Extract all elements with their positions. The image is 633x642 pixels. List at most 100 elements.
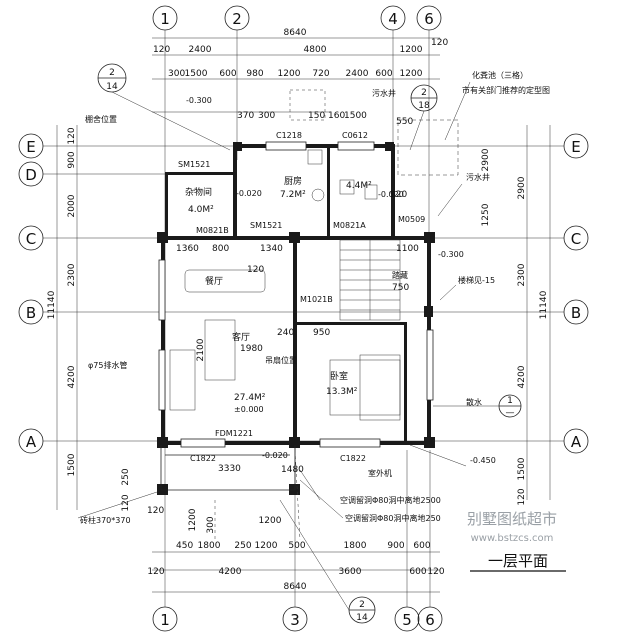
top-dim-4-2: 300 <box>258 111 275 121</box>
axis-bubble-left-A: A <box>26 433 37 451</box>
bottom-dim-1-4: 1200 <box>255 541 278 551</box>
dim-area-bath: 4.4M² <box>346 181 372 191</box>
elev-zero: ±0.000 <box>234 405 264 414</box>
top-dims-row4: 370 300 150 160 <box>237 111 345 121</box>
bottom-dim-1-5: 500 <box>288 541 305 551</box>
left-dims: 120 900 2000 2300 4200 1500 250 120 120 … <box>67 127 241 516</box>
elevation-labels: -0.300 -0.020 -0.020 ±0.000 -0.450 -0.30… <box>186 96 496 465</box>
right-total-dim: 11140 <box>539 290 549 319</box>
axis-bubble-top-4: 4 <box>388 10 398 28</box>
svg-text:—: — <box>506 408 515 418</box>
svg-text:1: 1 <box>507 396 513 406</box>
right-dim-6: 120 <box>517 488 527 505</box>
top-dim-3-9: 1200 <box>400 69 423 79</box>
bottom-dimension-lines <box>152 551 440 593</box>
bottom-dim-1-6: 1800 <box>344 541 367 551</box>
dim-120: 120 <box>247 265 264 275</box>
top-dimension-lines <box>152 37 440 113</box>
watermark-url: www.bstzcs.com <box>471 533 554 544</box>
room-name-living: 客厅 <box>232 331 250 343</box>
note-fan: 吊扇位置 <box>265 355 297 365</box>
label-c1822-a: C1822 <box>190 454 216 463</box>
room-name-storage: 杂物间 <box>185 186 212 198</box>
dim-950: 950 <box>313 328 330 338</box>
opening-labels: C1218 C0612 SM1521 M0821B SM1521 M0821A … <box>178 131 425 463</box>
bottom-small-dim-1: 300 <box>206 516 216 533</box>
furniture <box>169 149 401 421</box>
label-sm1521: SM1521 <box>250 221 282 230</box>
top-dims-row2: 120 2400 4800 1200 120 <box>153 38 448 55</box>
elev-minus-0020-kitchen: -0.020 <box>236 189 262 198</box>
label-m0821b: M0821B <box>196 226 229 235</box>
dim-2100: 2100 <box>196 338 206 361</box>
note-stair-ref: 楼梯见-15 <box>458 275 495 285</box>
top-dim-3-4: 980 <box>246 69 263 79</box>
svg-text:14: 14 <box>356 613 368 623</box>
note-stair: 踏藏 <box>392 270 408 280</box>
right-dim-5: 1500 <box>517 457 527 480</box>
axis-bubble-bottom-3: 3 <box>290 611 300 629</box>
room-name-bedroom: 卧室 <box>330 370 348 382</box>
axis-bubble-bottom-5: 5 <box>402 611 412 629</box>
bottom-dim-2-5: 120 <box>427 567 444 577</box>
svg-text:2: 2 <box>421 88 427 98</box>
elev-porch: -0.020 <box>262 451 288 460</box>
axis-bubble-top-2: 2 <box>232 10 242 28</box>
axis-bubble-right-B: B <box>571 304 581 322</box>
label-m0509: M0509 <box>398 215 425 224</box>
top-dim-2-5: 120 <box>431 38 448 48</box>
left-axis-bubbles: E D C B A <box>18 133 44 454</box>
top-dim-4-1: 370 <box>237 111 254 121</box>
leader-lines <box>77 81 471 519</box>
walls <box>157 142 435 495</box>
room-area-bedroom: 13.3M² <box>326 387 358 397</box>
elev-minus-0020-bath: -0.020 <box>378 190 404 199</box>
top-dim-3-1: 300 <box>168 69 185 79</box>
right-dimension-lines <box>526 125 551 500</box>
top-dim-4-3: 150 <box>308 111 325 121</box>
bottom-small-dim-3: 1200 <box>259 516 282 526</box>
right-dim-4: 4200 <box>517 365 527 388</box>
label-m1021b: M1021B <box>300 295 333 304</box>
axis-bubble-left-C: C <box>26 230 36 248</box>
room-area-living: 27.4M² <box>234 393 266 403</box>
bottom-dim-2-1: 4200 <box>219 567 242 577</box>
dim-1480: 1480 <box>281 465 304 475</box>
top-dim-2-4: 1200 <box>400 45 423 55</box>
bottom-dim-1-1: 450 <box>176 541 193 551</box>
top-dim-3-6: 720 <box>312 69 329 79</box>
note-ac-hole-2: 空调留洞Φ80洞中离地250 <box>345 513 441 523</box>
detail-ref-2: 2 18 <box>410 84 438 112</box>
left-dim-2: 900 <box>67 151 77 168</box>
room-area-kitchen: 7.2M² <box>280 190 306 200</box>
windows <box>158 141 434 448</box>
note-apron: 散水 <box>466 397 482 407</box>
dim-550: 550 <box>396 117 413 127</box>
note-septic-ref: 市有关部门推荐的定型图 <box>462 85 550 95</box>
watermark-site: 别墅图纸超市 <box>467 510 557 528</box>
dim-1340: 1340 <box>260 244 283 254</box>
left-dim-7: 250 <box>121 468 131 485</box>
axis-bubble-right-A: A <box>571 433 582 451</box>
top-dim-2-1: 120 <box>153 45 170 55</box>
note-column: 砖柱370*370 <box>80 515 131 525</box>
note-outdoor-unit: 室外机 <box>368 468 392 478</box>
note-shed: 棚舍位置 <box>85 114 117 124</box>
dashed-features <box>214 89 326 541</box>
top-dim-3-5: 1200 <box>278 69 301 79</box>
room-name-kitchen: 厨房 <box>284 175 302 187</box>
bottom-dim-1-8: 600 <box>413 541 430 551</box>
bottom-dim-1-3: 250 <box>234 541 251 551</box>
note-sewer-2: 污水井 <box>466 172 490 182</box>
bottom-dim-2-4: 120 <box>147 567 164 577</box>
axis-bubble-left-E: E <box>26 138 35 156</box>
left-dim-1: 120 <box>67 127 77 144</box>
left-dim-5: 4200 <box>67 365 77 388</box>
room-name-dining: 餐厅 <box>205 275 223 287</box>
bottom-total-dim: 8640 <box>284 582 307 592</box>
bottom-dim-1-7: 900 <box>387 541 404 551</box>
dim-750: 750 <box>392 283 409 293</box>
top-dims-row3: 300 1500 600 980 1200 720 2400 600 1200 <box>168 69 423 79</box>
label-c0612: C0612 <box>342 131 368 140</box>
dim-1500-stair: 1500 <box>344 111 367 121</box>
